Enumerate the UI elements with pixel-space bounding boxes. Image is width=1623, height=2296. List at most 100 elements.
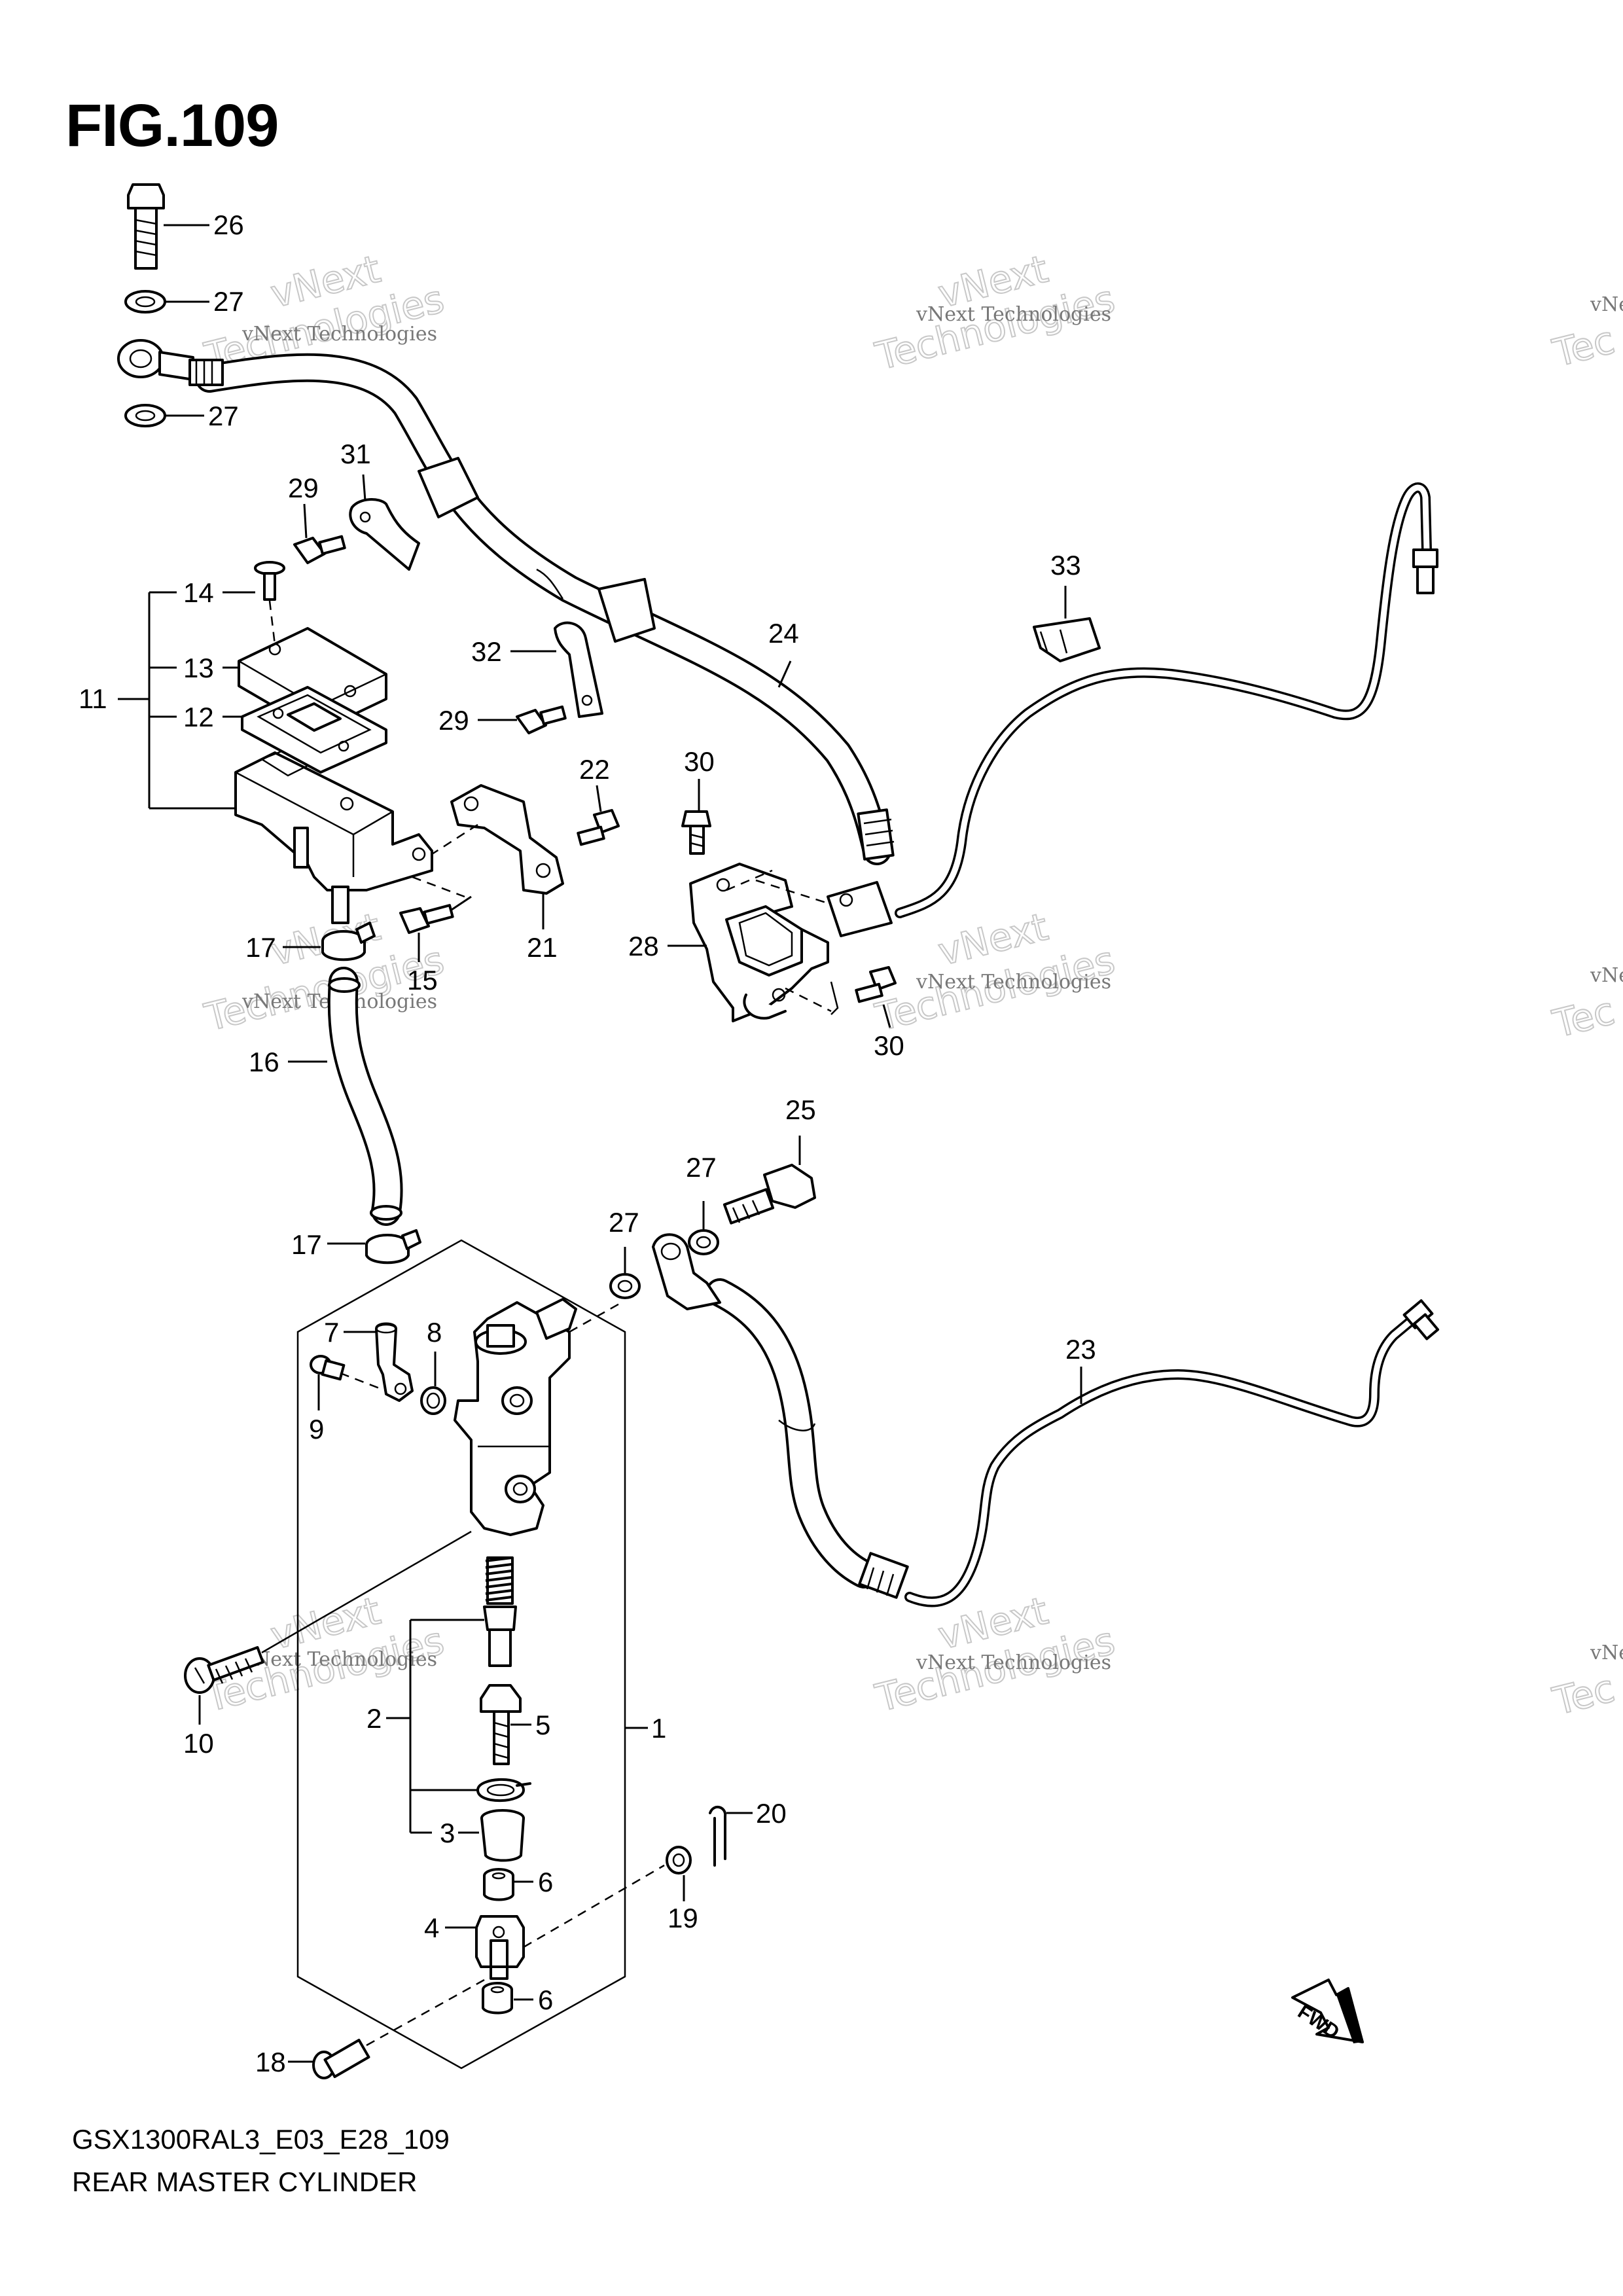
- nut-6: [482, 1982, 513, 2015]
- watermark-big-cut: Tec: [1548, 988, 1619, 1047]
- callout-33: 33: [1050, 550, 1081, 581]
- callout-18: 18: [255, 2047, 286, 2077]
- push-rod-5: [480, 1684, 522, 1765]
- callout-21: 21: [527, 932, 558, 963]
- watermark-small: vNext Technologies: [241, 323, 437, 346]
- callout-24: 24: [768, 618, 799, 649]
- assembly-frame: [296, 1239, 626, 2070]
- callout-28: 28: [628, 931, 659, 961]
- callout-8: 8: [427, 1317, 442, 1348]
- watermark-small: vNext Technologies: [916, 303, 1111, 326]
- callout-22: 22: [579, 754, 610, 785]
- callout-17: 17: [245, 932, 276, 963]
- washer-27: [124, 290, 166, 314]
- screw-14: [254, 561, 285, 601]
- bolt-30: [855, 966, 897, 1003]
- diaphragm-12: [241, 686, 387, 774]
- callout-13: 13: [183, 653, 214, 683]
- callout-6: 6: [538, 1867, 553, 1897]
- watermark-small: vNext Technologies: [916, 971, 1111, 994]
- hose-clamp-17: [365, 1229, 421, 1265]
- callout-19: 19: [668, 1903, 698, 1933]
- bolt-10: [184, 1646, 264, 1694]
- callout-16: 16: [249, 1047, 279, 1077]
- callout-27: 27: [213, 286, 244, 317]
- clamp-32: [554, 621, 603, 718]
- figure-title: FIG.109: [65, 92, 279, 159]
- callout-31: 31: [340, 439, 371, 469]
- callout-6: 6: [538, 1984, 553, 2015]
- bracket-28: [689, 863, 829, 1022]
- clamp-31: [349, 498, 420, 571]
- callout-32: 32: [471, 636, 502, 667]
- callout-1: 1: [651, 1713, 666, 1744]
- figure-model-code: GSX1300RAL3_E03_E28_109: [72, 2124, 450, 2155]
- callout-3: 3: [440, 1818, 455, 1848]
- figure-name: REAR MASTER CYLINDER: [72, 2166, 418, 2197]
- callout-30: 30: [874, 1030, 904, 1061]
- callout-2: 2: [366, 1703, 382, 1734]
- bolt-22: [577, 809, 620, 846]
- callout-12: 12: [183, 702, 214, 732]
- callout-29: 29: [438, 705, 469, 736]
- washer-19: [666, 1846, 692, 1874]
- brake-pipe-lower: [904, 1299, 1440, 1607]
- clevis-4: [475, 1915, 525, 1980]
- circlip: [476, 1778, 531, 1803]
- bracket-21: [450, 784, 564, 895]
- brake-hose-23: [652, 1233, 909, 1599]
- fwd-arrow-icon: FWD: [1291, 1979, 1364, 2043]
- banjo-bolt-25: [722, 1164, 816, 1225]
- cotter-pin-20: [709, 1806, 727, 1867]
- watermark-small-cut: vNe: [1590, 293, 1623, 316]
- brake-hose-24: [117, 339, 895, 865]
- watermark-small: vNext Technologies: [916, 1651, 1111, 1674]
- reservoir-hose-16: [327, 967, 403, 1226]
- callout-20: 20: [756, 1798, 787, 1829]
- callout-5: 5: [535, 1710, 550, 1740]
- nut-6: [483, 1868, 514, 1901]
- callout-25: 25: [785, 1094, 816, 1125]
- o-ring-8: [420, 1386, 446, 1415]
- callout-27: 27: [208, 401, 239, 431]
- hose-clamp-17: [321, 922, 376, 961]
- callout-11: 11: [79, 683, 107, 714]
- clevis-pin-18: [312, 2039, 370, 2079]
- watermark-small-cut: vNe: [1590, 1641, 1623, 1664]
- bolt-29: [293, 535, 346, 564]
- callout-27: 27: [686, 1152, 717, 1183]
- spring-piston-2: [483, 1556, 517, 1667]
- callout-7: 7: [324, 1317, 339, 1348]
- callout-29: 29: [288, 473, 319, 503]
- washer-27: [688, 1229, 719, 1255]
- callout-10: 10: [183, 1728, 214, 1759]
- callout-9: 9: [309, 1414, 324, 1444]
- reservoir-body: [234, 750, 433, 924]
- watermark-small-cut: vNe: [1590, 964, 1623, 987]
- watermark-big-cut: Tec: [1548, 1666, 1619, 1724]
- inlet-fitting-7: [375, 1322, 414, 1402]
- bolt-29: [516, 705, 567, 734]
- watermark-big-cut: Tec: [1548, 317, 1619, 376]
- banjo-bolt-26: [127, 183, 165, 270]
- boot-3: [480, 1809, 525, 1862]
- callout-26: 26: [213, 209, 244, 240]
- brake-pipe-upper: [827, 482, 1438, 937]
- union-bolt-9: [310, 1355, 346, 1381]
- callout-30: 30: [684, 746, 715, 777]
- callout-14: 14: [183, 577, 214, 608]
- washer-27: [609, 1273, 641, 1299]
- callout-15: 15: [407, 965, 438, 996]
- master-cylinder-body: [454, 1298, 577, 1536]
- callout-17: 17: [291, 1229, 322, 1260]
- bolt-30: [681, 810, 711, 855]
- callout-27: 27: [609, 1207, 639, 1238]
- watermark-small: vNext Technologies: [241, 1648, 437, 1671]
- bolt-15: [399, 904, 454, 934]
- callout-4: 4: [424, 1912, 439, 1943]
- grommet-33: [1033, 617, 1101, 662]
- washer-27: [124, 404, 166, 427]
- callout-23: 23: [1065, 1334, 1096, 1365]
